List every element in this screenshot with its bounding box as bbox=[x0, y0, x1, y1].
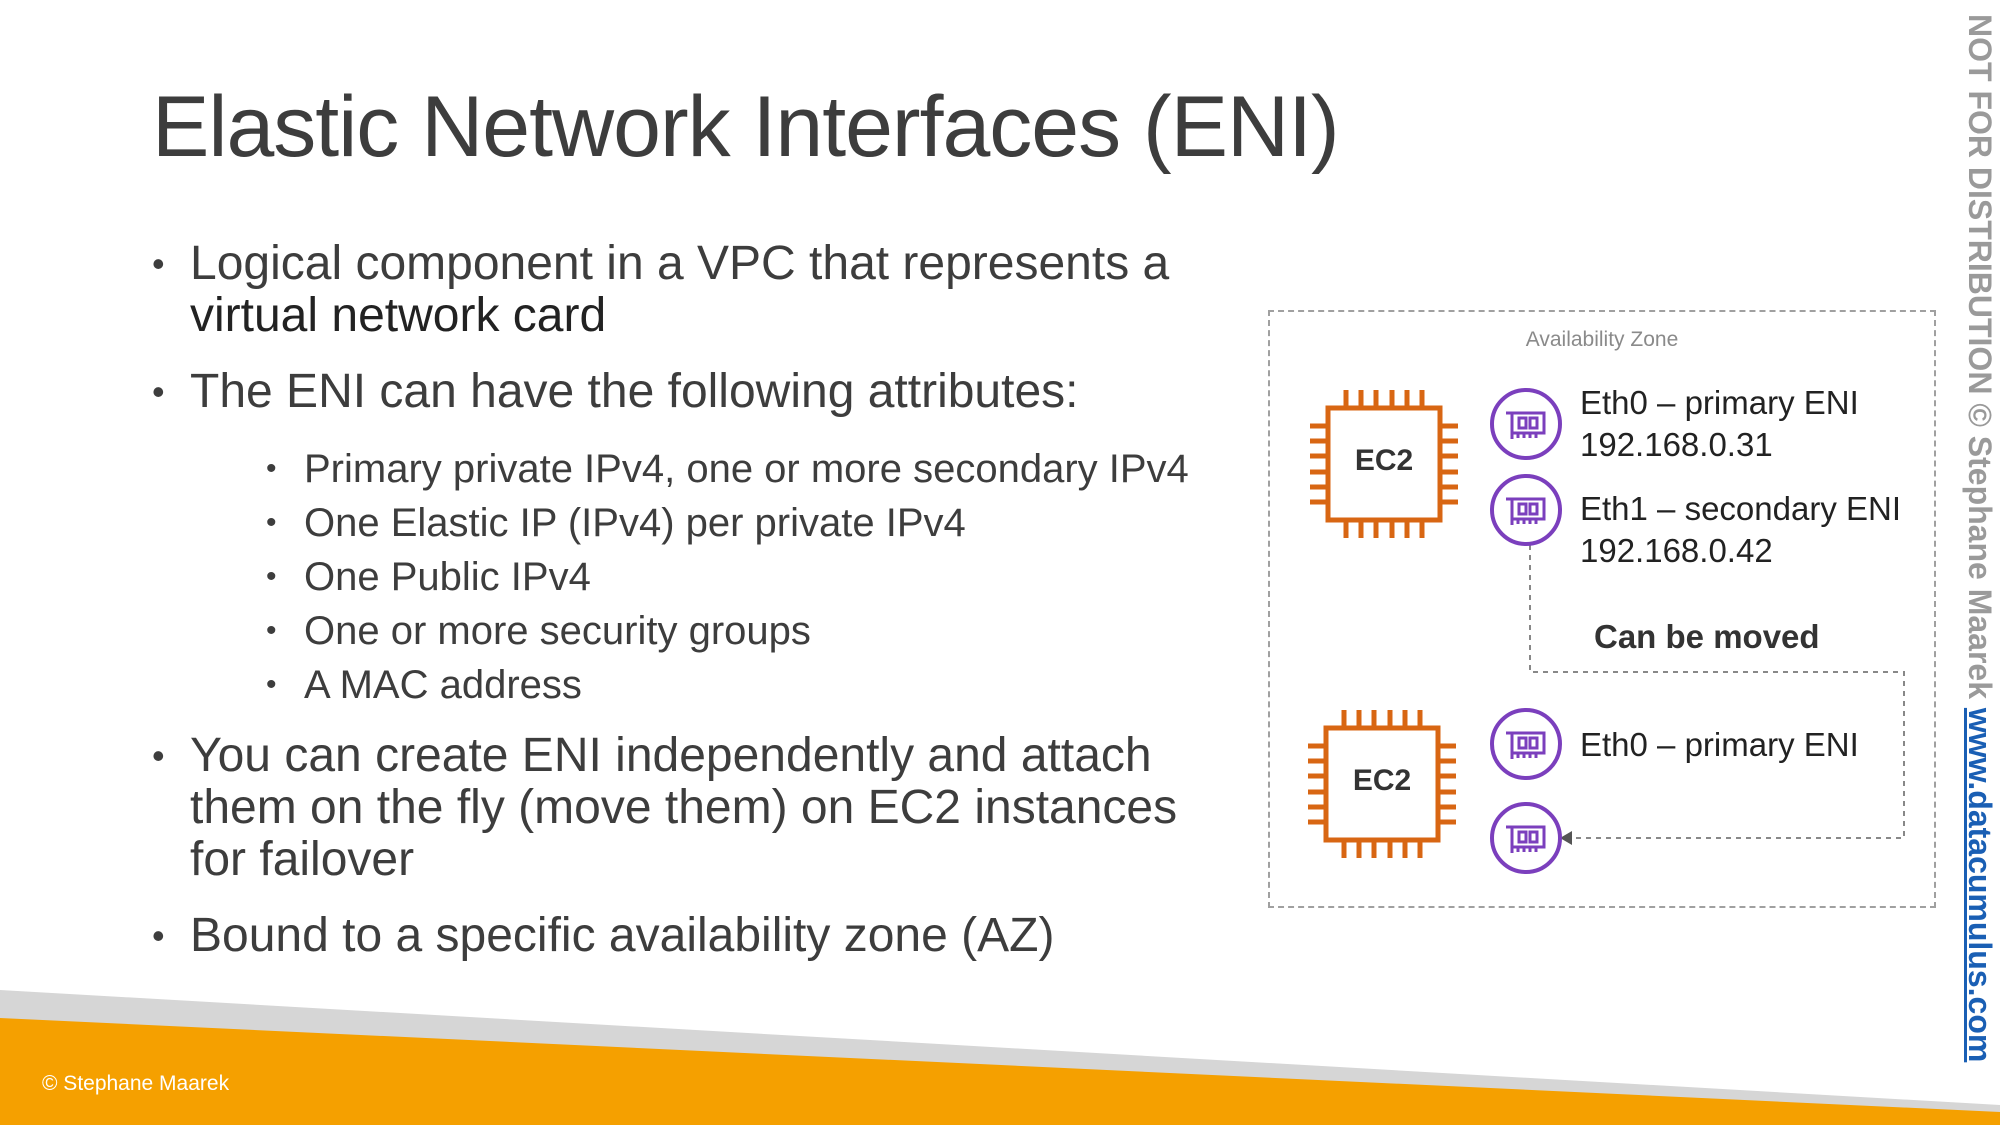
eni-2-label: Eth1 – secondary ENI 192.168.0.42 bbox=[1580, 488, 1901, 572]
ec2-chip-icon bbox=[1310, 390, 1458, 538]
eni-3-label: Eth0 – primary ENI bbox=[1580, 724, 1859, 766]
ec2-top-label: EC2 bbox=[1354, 444, 1414, 477]
attribute-sublist: Primary private IPv4, one or more second… bbox=[266, 442, 1212, 712]
slide-title: Elastic Network Interfaces (ENI) bbox=[152, 79, 1340, 175]
copyright-text: © Stephane Maarek bbox=[42, 1072, 230, 1095]
availability-zone-label: Availability Zone bbox=[1525, 328, 1679, 351]
eni-3-name: Eth0 – primary ENI bbox=[1580, 726, 1859, 763]
eni-2-name: Eth1 – secondary ENI bbox=[1580, 490, 1902, 527]
availability-zone-box bbox=[1268, 310, 1936, 908]
can-be-moved-label: Can be moved bbox=[1594, 618, 1820, 655]
bullet-text: Bound to a specific availability zone (A… bbox=[190, 909, 1055, 962]
bullet-logical-component: Logical component in a VPC that represen… bbox=[152, 238, 1212, 342]
network-interface-icon bbox=[1490, 802, 1562, 874]
bullet-attributes: The ENI can have the following attribute… bbox=[152, 365, 1212, 419]
bullet-bound-az: Bound to a specific availability zone (A… bbox=[152, 909, 1212, 963]
sub-bullet: Primary private IPv4, one or more second… bbox=[266, 442, 1212, 496]
distribution-text: NOT FOR DISTRIBUTION © Stephane Maarek bbox=[1962, 14, 1998, 708]
bullet-bold-text: virtual network card bbox=[190, 289, 607, 342]
datacumulus-link[interactable]: www.datacumulus.com bbox=[1962, 707, 1998, 1063]
eni-1-ip: 192.168.0.31 bbox=[1580, 426, 1773, 463]
eni-1-name: Eth0 – primary ENI bbox=[1580, 384, 1859, 421]
eni-1-label: Eth0 – primary ENI 192.168.0.31 bbox=[1580, 382, 1859, 466]
network-interface-icon bbox=[1490, 474, 1562, 546]
bullet-text: The ENI can have the following attribute… bbox=[190, 365, 1079, 418]
network-interface-icon bbox=[1490, 708, 1562, 780]
sub-bullet: One Public IPv4 bbox=[266, 550, 1212, 604]
network-interface-icon bbox=[1490, 388, 1562, 460]
bullet-create-eni: You can create ENI independently and att… bbox=[152, 730, 1212, 886]
sub-bullet: A MAC address bbox=[266, 658, 1212, 712]
bullet-list: Logical component in a VPC that represen… bbox=[152, 238, 1212, 986]
ec2-chip-icon bbox=[1308, 710, 1456, 858]
sub-bullet: One or more security groups bbox=[266, 604, 1212, 658]
ec2-bottom-label: EC2 bbox=[1352, 764, 1412, 797]
eni-2-ip: 192.168.0.42 bbox=[1580, 532, 1773, 569]
distribution-notice: NOT FOR DISTRIBUTION © Stephane Maarek w… bbox=[1958, 14, 2000, 1094]
bullet-text: Logical component in a VPC that represen… bbox=[190, 237, 1170, 290]
sub-bullet: One Elastic IP (IPv4) per private IPv4 bbox=[266, 496, 1212, 550]
bullet-text: You can create ENI independently and att… bbox=[190, 729, 1178, 886]
